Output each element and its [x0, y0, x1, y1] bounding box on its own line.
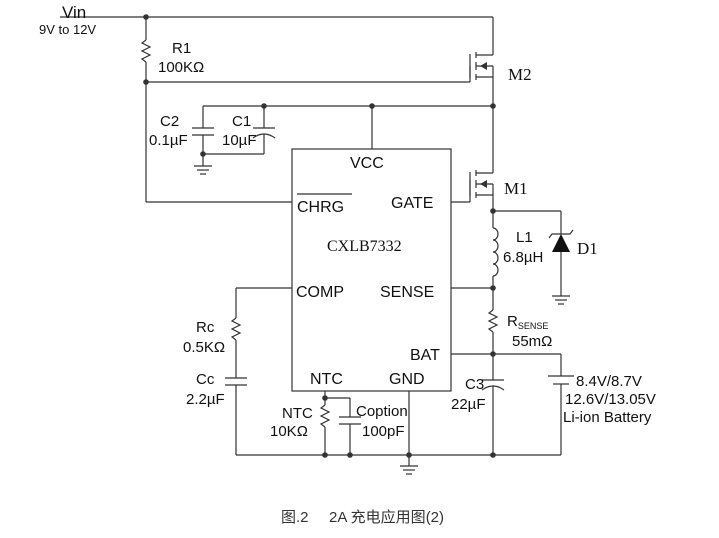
- pin-bat: BAT: [410, 347, 440, 364]
- pin-vcc: VCC: [350, 155, 384, 172]
- pin-chrg: CHRG: [297, 199, 344, 216]
- rc-value: 0.5KΩ: [183, 339, 225, 356]
- m2-ref: M2: [508, 65, 532, 84]
- c3-ref: C3: [465, 376, 484, 393]
- c2-value: 0.1µF: [149, 132, 188, 149]
- battery-type: Li-ion Battery: [563, 409, 652, 426]
- vcc-rail: [203, 103, 496, 149]
- ntc-network: [319, 391, 361, 458]
- rsense-ref-main: R: [507, 313, 518, 330]
- d1-ref: D1: [577, 239, 598, 258]
- pin-ntc: NTC: [310, 371, 343, 388]
- ground-c1c2: [194, 151, 264, 175]
- rsense-ref: RSENSE: [507, 313, 548, 331]
- l1-value: 6.8µH: [503, 249, 543, 266]
- mosfet-m1: [469, 106, 496, 228]
- r1-value: 100KΩ: [158, 59, 204, 76]
- resistor-r1: [140, 17, 152, 85]
- resistor-rsense: [487, 309, 499, 380]
- capacitor-c3: [481, 379, 505, 458]
- figure-caption: 2A 充电应用图(2): [329, 508, 444, 526]
- c1-ref: C1: [232, 113, 251, 130]
- rsense-ref-sub: SENSE: [518, 321, 549, 331]
- cc-value: 2.2µF: [186, 391, 225, 408]
- mosfet-m2: [469, 17, 494, 106]
- figure-number: 图.2: [281, 509, 309, 526]
- chrg-net: [145, 66, 471, 203]
- battery-voltage-1: 8.4V/8.7V: [576, 373, 642, 390]
- inductor-l1: [490, 227, 499, 310]
- vin-range-label: 9V to 12V: [39, 22, 96, 37]
- capacitor-c2: [192, 106, 214, 154]
- ntc-ref: NTC: [282, 405, 313, 422]
- pin-gnd: GND: [389, 371, 425, 388]
- m1-ref: M1: [504, 179, 528, 198]
- battery: [548, 375, 574, 455]
- gate-net: [451, 180, 471, 203]
- ic-part-number: CXLB7332: [327, 238, 402, 255]
- l1-ref: L1: [516, 229, 533, 246]
- capacitor-c1: [252, 106, 276, 154]
- c2-ref: C2: [160, 113, 179, 130]
- comp-network: [225, 287, 292, 455]
- ic-cxlb7332: [291, 148, 452, 392]
- c3-value: 22µF: [451, 396, 486, 413]
- vin-rail: [60, 14, 493, 20]
- r1-ref: R1: [172, 40, 191, 57]
- diode-d1: [493, 210, 574, 305]
- bat-net: [451, 353, 562, 376]
- c1-value: 10µF: [222, 132, 257, 149]
- vin-label: Vin: [62, 3, 86, 22]
- ntc-value: 10KΩ: [270, 423, 308, 440]
- cc-ref: Cc: [196, 371, 215, 388]
- rc-ref: Rc: [196, 319, 215, 336]
- battery-voltage-2: 12.6V/13.05V: [565, 391, 656, 408]
- pin-comp: COMP: [296, 284, 344, 301]
- pin-gate: GATE: [391, 195, 433, 212]
- pin-sense: SENSE: [380, 284, 434, 301]
- coption-value: 100pF: [362, 423, 405, 440]
- coption-ref: Coption: [356, 403, 408, 420]
- rsense-value: 55mΩ: [512, 333, 552, 350]
